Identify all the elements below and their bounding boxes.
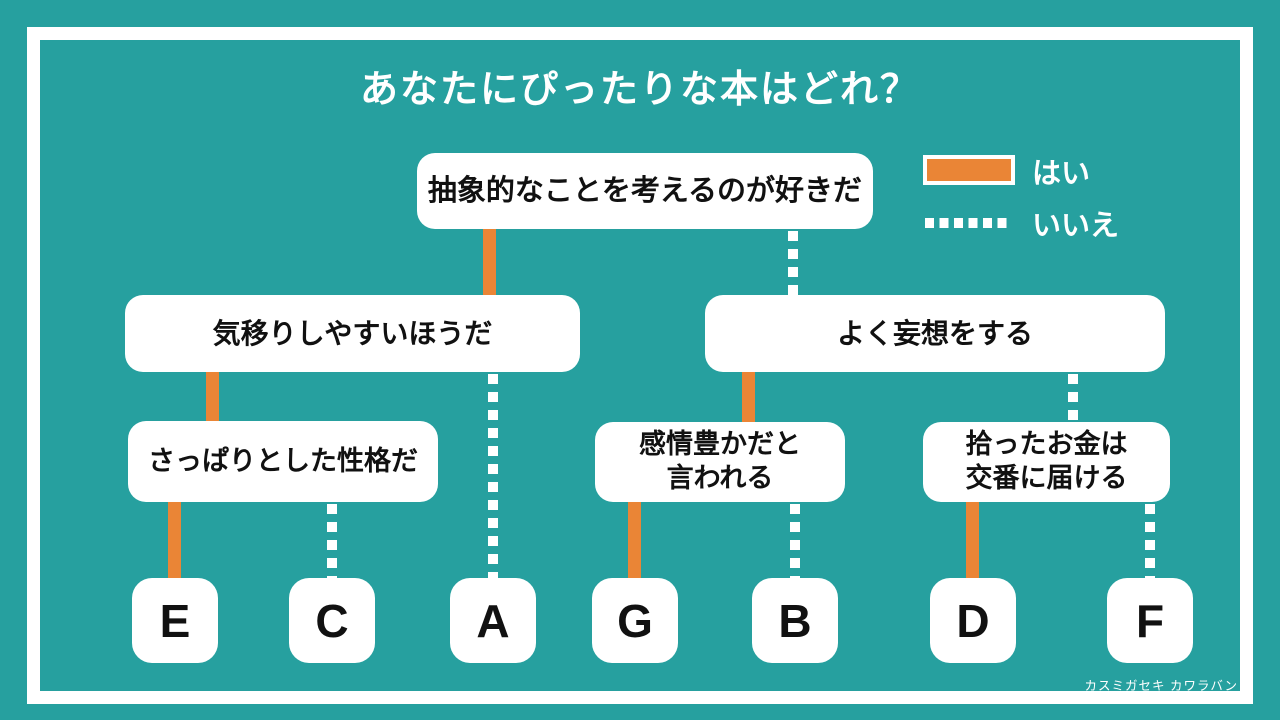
connector-yes-right-to-l3mid [742,372,755,423]
legend-no-label: いいえ [1032,210,1120,242]
connector-yes-l3left-to-leaf-e [168,501,181,578]
connector-yes-l3mid-to-leaf-g [628,501,641,578]
node-question-left: 気移りしやすいほうだ [125,295,580,372]
credit-text: カスミガセキ カワラバン [1084,679,1238,693]
node-question-l3-left: さっぱりとした性格だ [128,421,438,502]
legend-yes-label: はい [1032,158,1091,190]
connector-yes-l3right-to-leaf-d [966,501,979,578]
leaf-result-g: G [592,578,678,663]
connector-no-l3mid-to-leaf-b [790,504,800,578]
leaf-result-a: A [450,578,536,663]
node-question-right: よく妄想をする [705,295,1165,372]
legend-no-swatch [925,218,1011,228]
leaf-result-c: C [289,578,375,663]
connector-no-root-to-right [788,231,798,295]
leaf-result-d: D [930,578,1016,663]
connector-no-l3right-to-leaf-f [1145,504,1155,578]
leaf-result-e: E [132,578,218,663]
connector-no-left-to-leaf-a [488,374,498,578]
node-question-l3-mid: 感情豊かだと 言われる [595,422,845,502]
connector-yes-left-to-l3left [206,372,219,422]
connector-yes-root-to-left [483,228,496,295]
leaf-result-b: B [752,578,838,663]
connector-no-right-to-l3right [1068,374,1078,422]
leaf-result-f: F [1107,578,1193,663]
connector-no-l3left-to-leaf-c [327,504,337,578]
border-frame [27,27,1253,704]
node-question-root: 抽象的なことを考えるのが好きだ [417,153,873,229]
page-title: あなたにぴったりな本はどれ？ [359,69,920,111]
node-question-l3-right: 拾ったお金は 交番に届ける [923,422,1170,502]
legend-yes-swatch [923,155,1015,185]
